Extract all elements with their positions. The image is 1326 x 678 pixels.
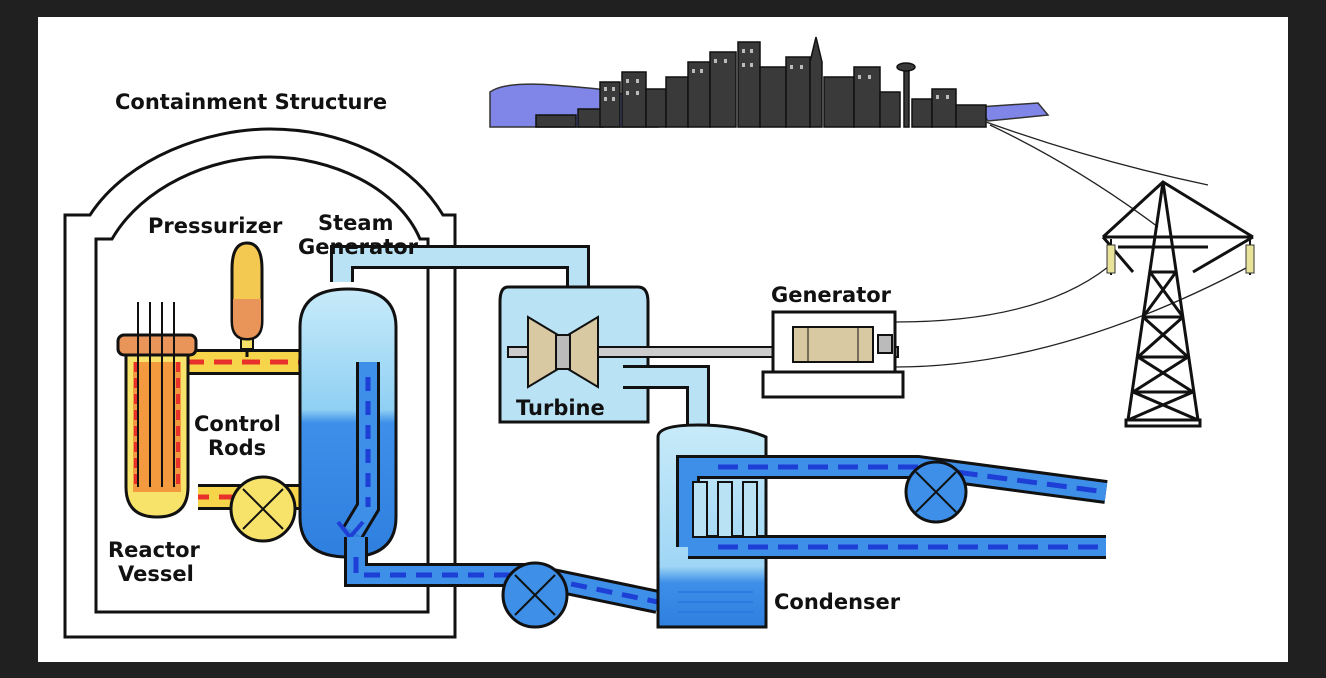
label-condenser: Condenser: [774, 590, 901, 614]
label-generator: Generator: [771, 283, 892, 307]
reactor-vessel: [116, 302, 198, 519]
cooling-water-loop: [676, 455, 1108, 559]
label-steam-generator-line1: Steam: [318, 211, 393, 235]
cooling-water-pump: [904, 460, 968, 524]
steam-generator: [298, 287, 398, 559]
steam-line: [330, 245, 590, 302]
transmission-tower: [1101, 180, 1254, 428]
nuclear-plant-diagram: Containment Structure Pressurizer Steam …: [63, 36, 1255, 639]
label-reactor-vessel-line1: Reactor: [108, 538, 200, 562]
feedwater-line: [344, 537, 661, 614]
label-control-rods-line2: Rods: [208, 436, 266, 460]
city-skyline: [489, 36, 1050, 128]
turbine: [498, 285, 899, 427]
label-reactor-vessel-line2: Vessel: [118, 562, 194, 586]
feedwater-pump: [501, 561, 569, 629]
label-pressurizer: Pressurizer: [148, 214, 283, 238]
insulators: [1106, 244, 1255, 274]
label-control-rods-line1: Control: [194, 412, 281, 436]
power-lines: [895, 121, 1249, 368]
generator: [761, 310, 905, 399]
diagram-canvas: Containment Structure Pressurizer Steam …: [38, 17, 1288, 662]
label-containment-structure: Containment Structure: [115, 90, 387, 114]
primary-pump: [229, 475, 297, 543]
pressurizer: [230, 241, 264, 357]
label-turbine: Turbine: [516, 396, 605, 420]
label-steam-generator-line2: Generator: [298, 235, 419, 259]
